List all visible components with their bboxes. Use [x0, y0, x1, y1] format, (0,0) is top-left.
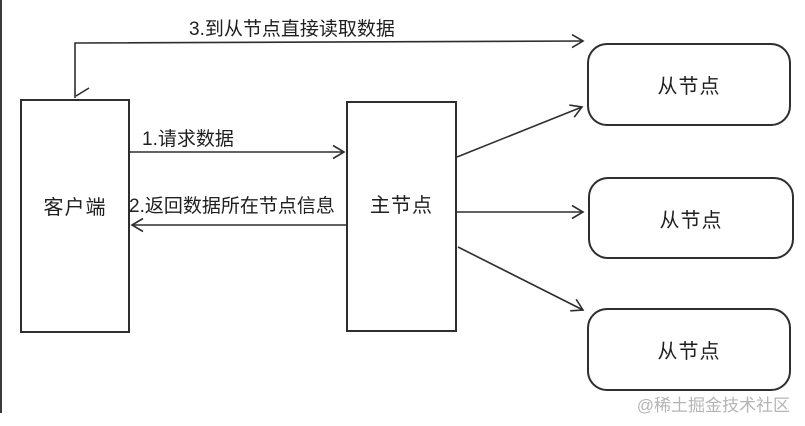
arrow-step3-start-barb — [75, 87, 90, 97]
node-slave-1: 从节点 — [587, 43, 791, 126]
node-slave-3-label: 从节点 — [657, 341, 721, 363]
node-client-label: 客户端 — [43, 196, 107, 219]
node-slave-3: 从节点 — [587, 308, 791, 391]
node-slave-2-label: 从节点 — [659, 209, 723, 232]
arrow-step2-label: 2.返回数据所在节点信息 — [129, 196, 335, 217]
arrow-master-slave1-line — [456, 104, 584, 158]
arrow-master-slave3-line — [457, 246, 585, 312]
arrow-step3-line — [74, 33, 585, 98]
node-client: 客户端 — [20, 99, 130, 333]
node-slave-2: 从节点 — [588, 177, 794, 259]
watermark-text: @稀土掘金技术社区 — [636, 396, 790, 415]
screenshot-edge-artifact — [0, 0, 2, 413]
node-slave-1-label: 从节点 — [657, 76, 721, 98]
arrow-step1-label: 1.请求数据 — [142, 129, 234, 150]
node-master: 主节点 — [346, 101, 457, 332]
arrow-step3-label: 3.到从节点直接读取数据 — [189, 19, 395, 40]
node-master-label: 主节点 — [370, 195, 433, 217]
